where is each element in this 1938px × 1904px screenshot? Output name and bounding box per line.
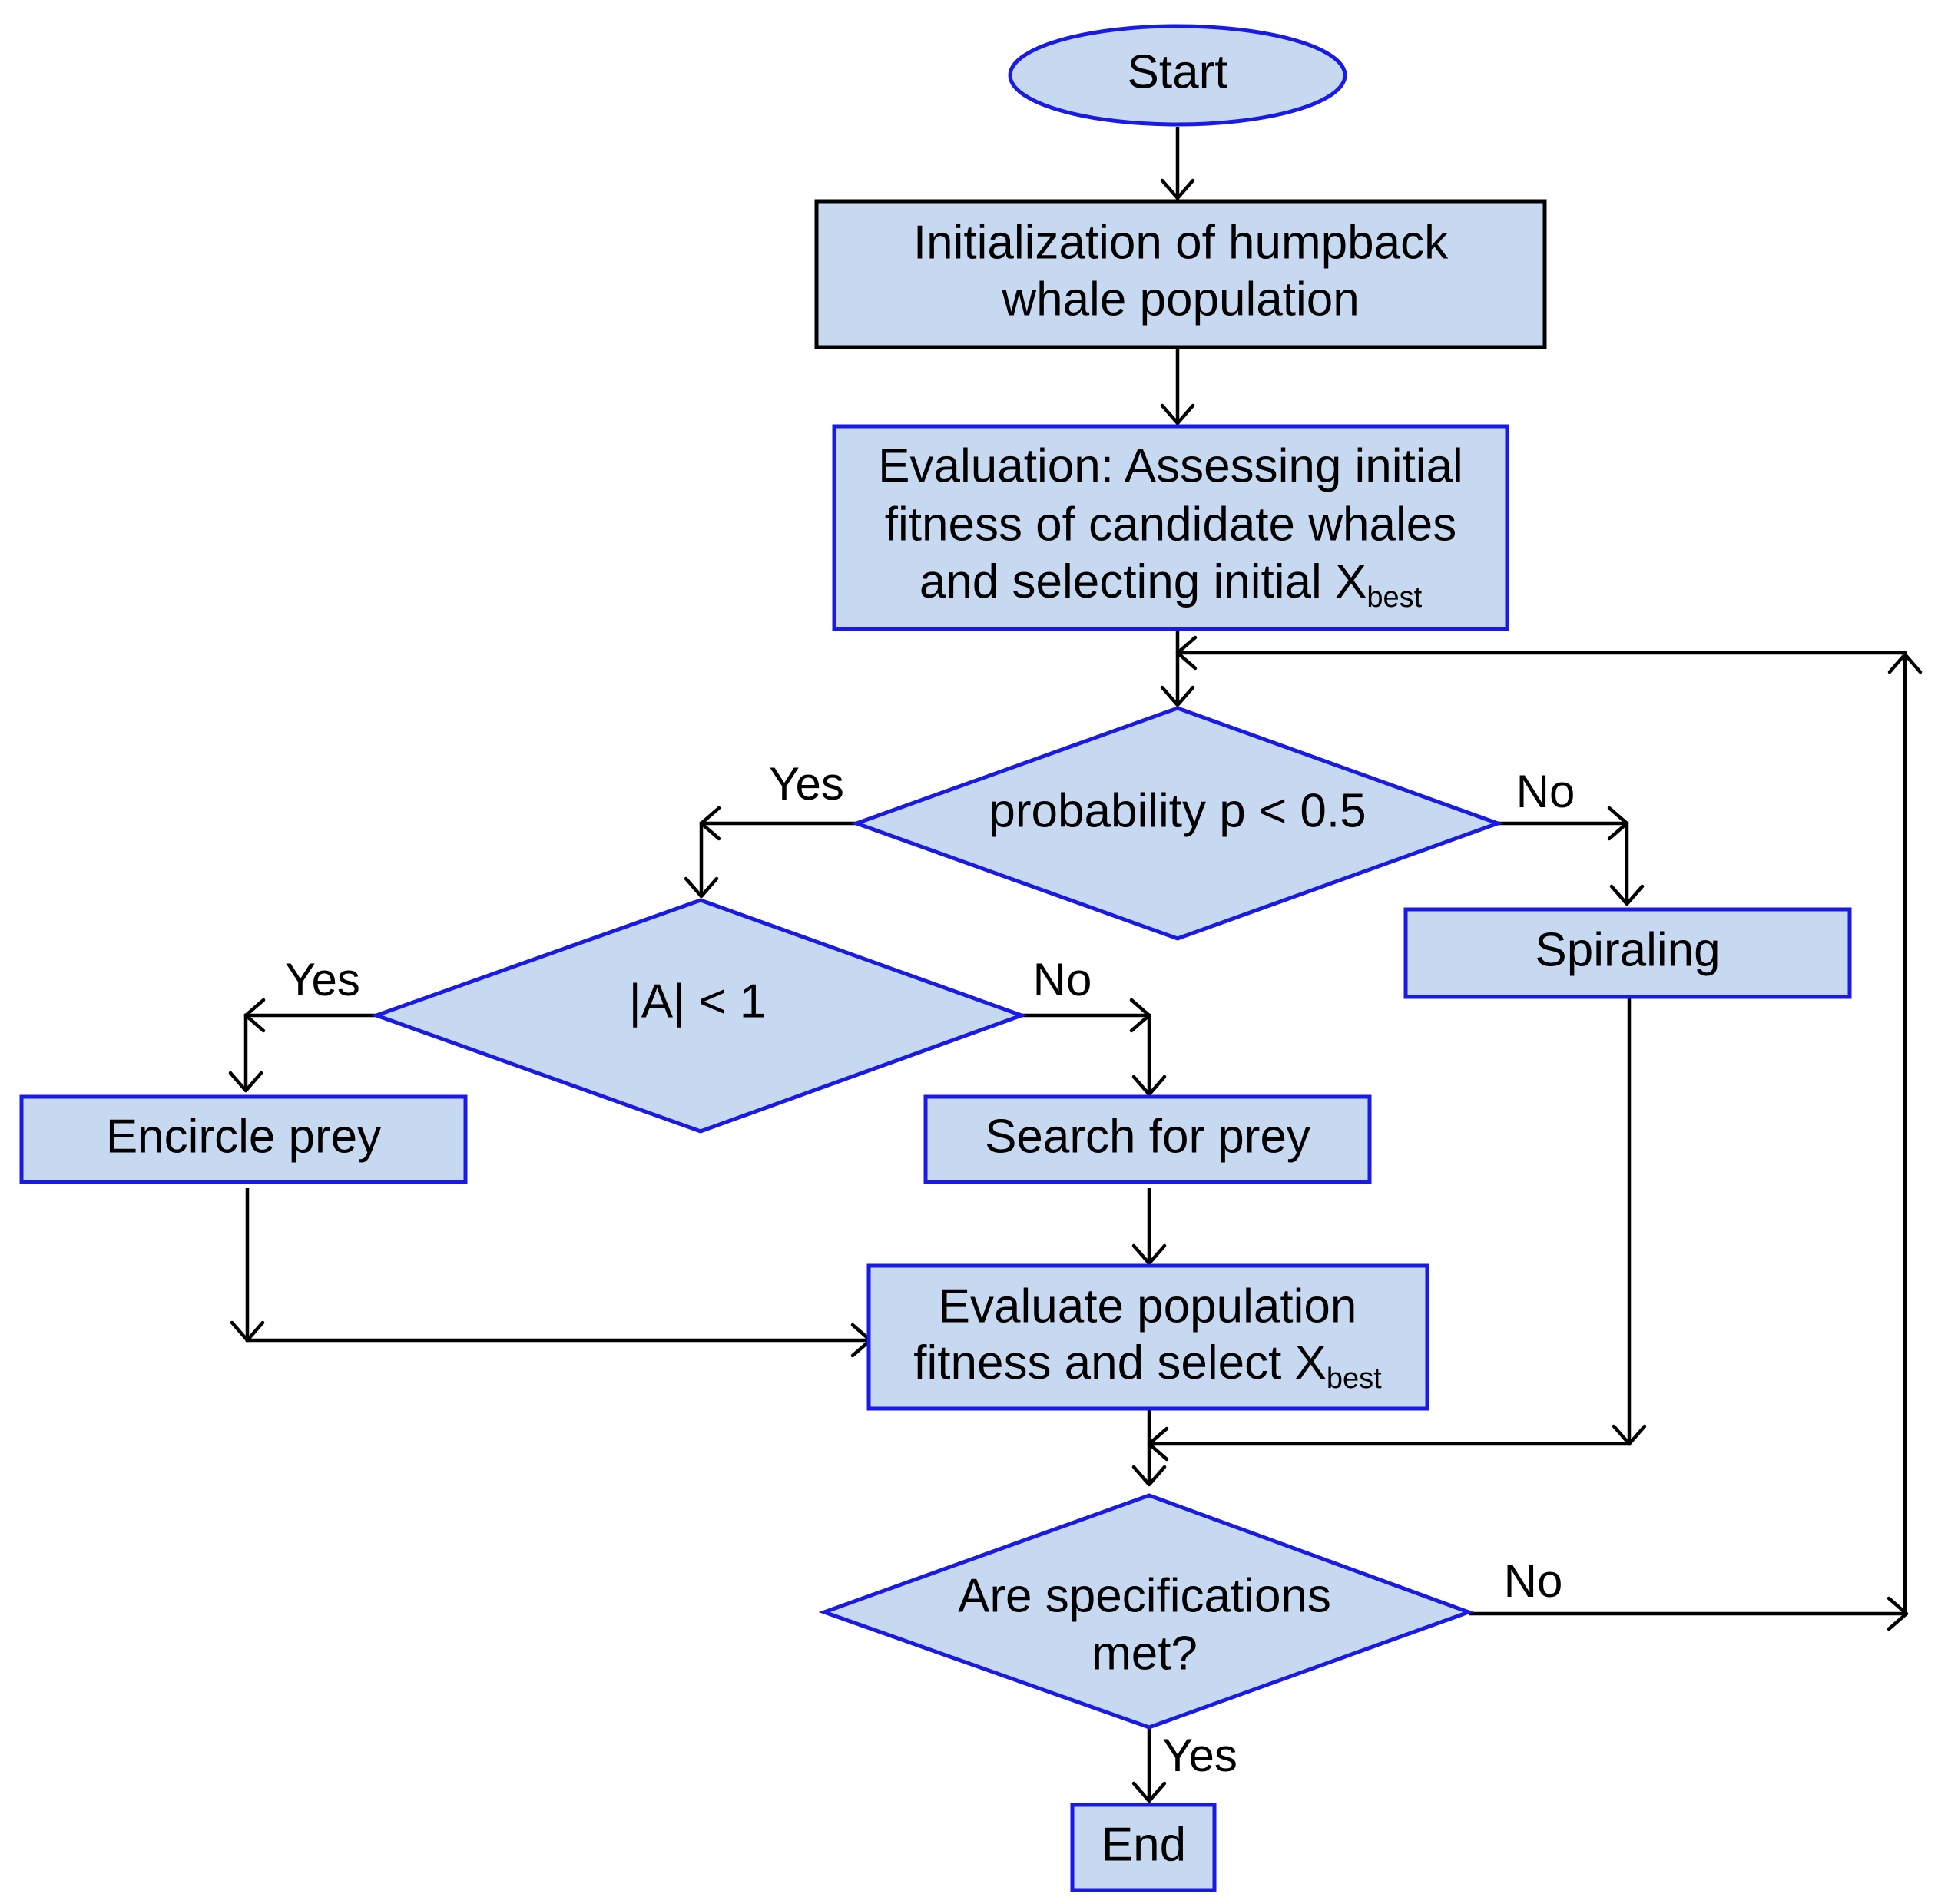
specifications-decision: Are specifications met? [818, 1493, 1475, 1730]
encircle-label: Encircle prey [106, 1110, 381, 1163]
start-label: Start [1128, 45, 1228, 98]
arrowhead [699, 806, 721, 841]
init-node: Initialization of humpback whale populat… [814, 199, 1547, 349]
absA-yes-label: Yes [285, 954, 360, 1005]
prob-yes-label: Yes [769, 758, 844, 810]
arrowhead [230, 1320, 265, 1343]
probability-label: probability p < 0.5 [989, 784, 1366, 837]
spec-yes-label: Yes [1162, 1730, 1237, 1781]
edge-prob-no [1498, 821, 1629, 904]
search-label: Search for prey [985, 1110, 1310, 1163]
probability-decision: probability p < 0.5 [850, 706, 1504, 941]
arrowhead [1131, 1243, 1167, 1266]
arrowhead [243, 998, 266, 1033]
edge-prob-yes [699, 821, 856, 896]
absA-no-label: No [1033, 954, 1092, 1005]
edge-absA-no [1022, 1013, 1151, 1094]
arrowhead [1160, 403, 1195, 426]
search-node: Search for prey [923, 1094, 1372, 1184]
arrowhead [1612, 1424, 1647, 1446]
eval-population-line1: Evaluate population [939, 1280, 1357, 1333]
eval-population-line2-main: fitness and select X [913, 1336, 1327, 1389]
eval-initial-node: Evaluation: Assessing initial fitness of… [832, 424, 1509, 631]
prob-no-label: No [1516, 766, 1575, 817]
specifications-line1: Are specifications [958, 1569, 1331, 1622]
end-label: End [1102, 1818, 1186, 1871]
edge-labels: Yes No Yes No No Yes [285, 758, 1575, 1781]
arrowhead [1131, 1781, 1167, 1803]
arrowhead [228, 1071, 263, 1093]
arrowhead [1129, 998, 1151, 1033]
arrowhead [684, 876, 719, 899]
arrowhead [1607, 806, 1629, 841]
arrowhead [1175, 635, 1198, 671]
eval-initial-subscript: best [1367, 581, 1422, 614]
start-node: Start [1008, 24, 1347, 127]
encircle-node: Encircle prey [19, 1094, 468, 1184]
edge-encircle-evalpop [245, 1188, 870, 1343]
eval-initial-line2: fitness of candidate whales [885, 498, 1456, 551]
arrowhead [1887, 1596, 1909, 1631]
eval-initial-line1: Evaluation: Assessing initial [878, 439, 1463, 492]
arrowhead [1887, 652, 1923, 674]
eval-initial-line3-main: and selecting initial X [919, 555, 1367, 608]
specifications-line2: met? [1092, 1627, 1198, 1680]
arrowhead [1609, 884, 1645, 906]
absA-label: |A| < 1 [629, 975, 767, 1028]
edge-absA-yes [243, 1013, 376, 1091]
arrowhead [1160, 178, 1195, 200]
init-label-line2: whale population [1001, 273, 1359, 326]
spiraling-label: Spiraling [1535, 923, 1720, 976]
eval-population-node: Evaluate population fitness and select X… [866, 1263, 1429, 1411]
arrowhead [1160, 685, 1195, 707]
connectors [228, 127, 1923, 1803]
spiraling-node: Spiraling [1403, 907, 1852, 999]
eval-population-line2: fitness and select Xbest [913, 1336, 1382, 1395]
arrowhead [1131, 1075, 1167, 1097]
init-label-line1: Initialization of humpback [913, 216, 1449, 269]
end-node: End [1070, 1803, 1217, 1892]
arrowhead [1131, 1465, 1167, 1487]
absA-decision: |A| < 1 [370, 898, 1028, 1134]
eval-population-subscript: best [1327, 1363, 1382, 1395]
eval-initial-line3: and selecting initial Xbest [919, 555, 1423, 614]
spec-no-label: No [1504, 1555, 1563, 1607]
